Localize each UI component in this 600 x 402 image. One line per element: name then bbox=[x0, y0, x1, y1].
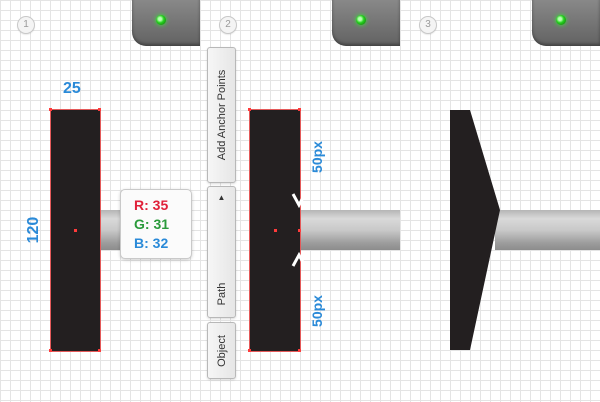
blue-value: B: 32 bbox=[134, 235, 169, 251]
add-anchor-points-label: Add Anchor Points bbox=[215, 69, 228, 161]
add-anchor-points-button[interactable]: Add Anchor Points bbox=[207, 47, 236, 183]
anchor-point bbox=[248, 349, 251, 352]
center-point bbox=[274, 229, 277, 232]
height-dimension-label: 120 bbox=[25, 216, 42, 244]
top-offset-label: 50px bbox=[309, 141, 325, 173]
anchor-point bbox=[98, 349, 101, 352]
path-menu-button[interactable]: ▲ Path bbox=[207, 186, 236, 318]
anchor-point bbox=[298, 349, 301, 352]
color-values-box: R: 35 G: 31 B: 32 bbox=[120, 189, 192, 259]
device-body-1 bbox=[132, 0, 200, 46]
pipe-2 bbox=[300, 210, 400, 250]
red-value: R: 35 bbox=[134, 197, 169, 213]
object-label: Object bbox=[215, 334, 228, 367]
green-led-icon bbox=[356, 15, 366, 25]
bottom-offset-label: 50px bbox=[309, 295, 325, 327]
green-led-icon bbox=[556, 15, 566, 25]
green-led-icon bbox=[156, 15, 166, 25]
step-badge-2: 2 bbox=[219, 16, 237, 34]
anchor-point bbox=[98, 108, 101, 111]
green-value: G: 31 bbox=[134, 216, 170, 232]
pointed-shape[interactable] bbox=[440, 100, 510, 360]
width-dimension-label: 25 bbox=[63, 80, 81, 97]
dropdown-arrow-icon: ▲ bbox=[217, 193, 226, 202]
pipe-3 bbox=[495, 210, 600, 250]
anchor-point bbox=[298, 108, 301, 111]
device-body-3 bbox=[532, 0, 600, 46]
pipe-1 bbox=[100, 210, 122, 250]
center-point bbox=[74, 229, 77, 232]
device-body-2 bbox=[332, 0, 400, 46]
step-badge-3: 3 bbox=[419, 16, 437, 34]
anchor-arrows-icon bbox=[291, 193, 307, 267]
anchor-point bbox=[248, 108, 251, 111]
anchor-point bbox=[49, 349, 52, 352]
step-badge-1: 1 bbox=[17, 16, 35, 34]
object-menu-button[interactable]: Object bbox=[207, 322, 236, 379]
anchor-point bbox=[298, 229, 301, 232]
anchor-point bbox=[49, 108, 52, 111]
path-label: Path bbox=[215, 282, 228, 305]
